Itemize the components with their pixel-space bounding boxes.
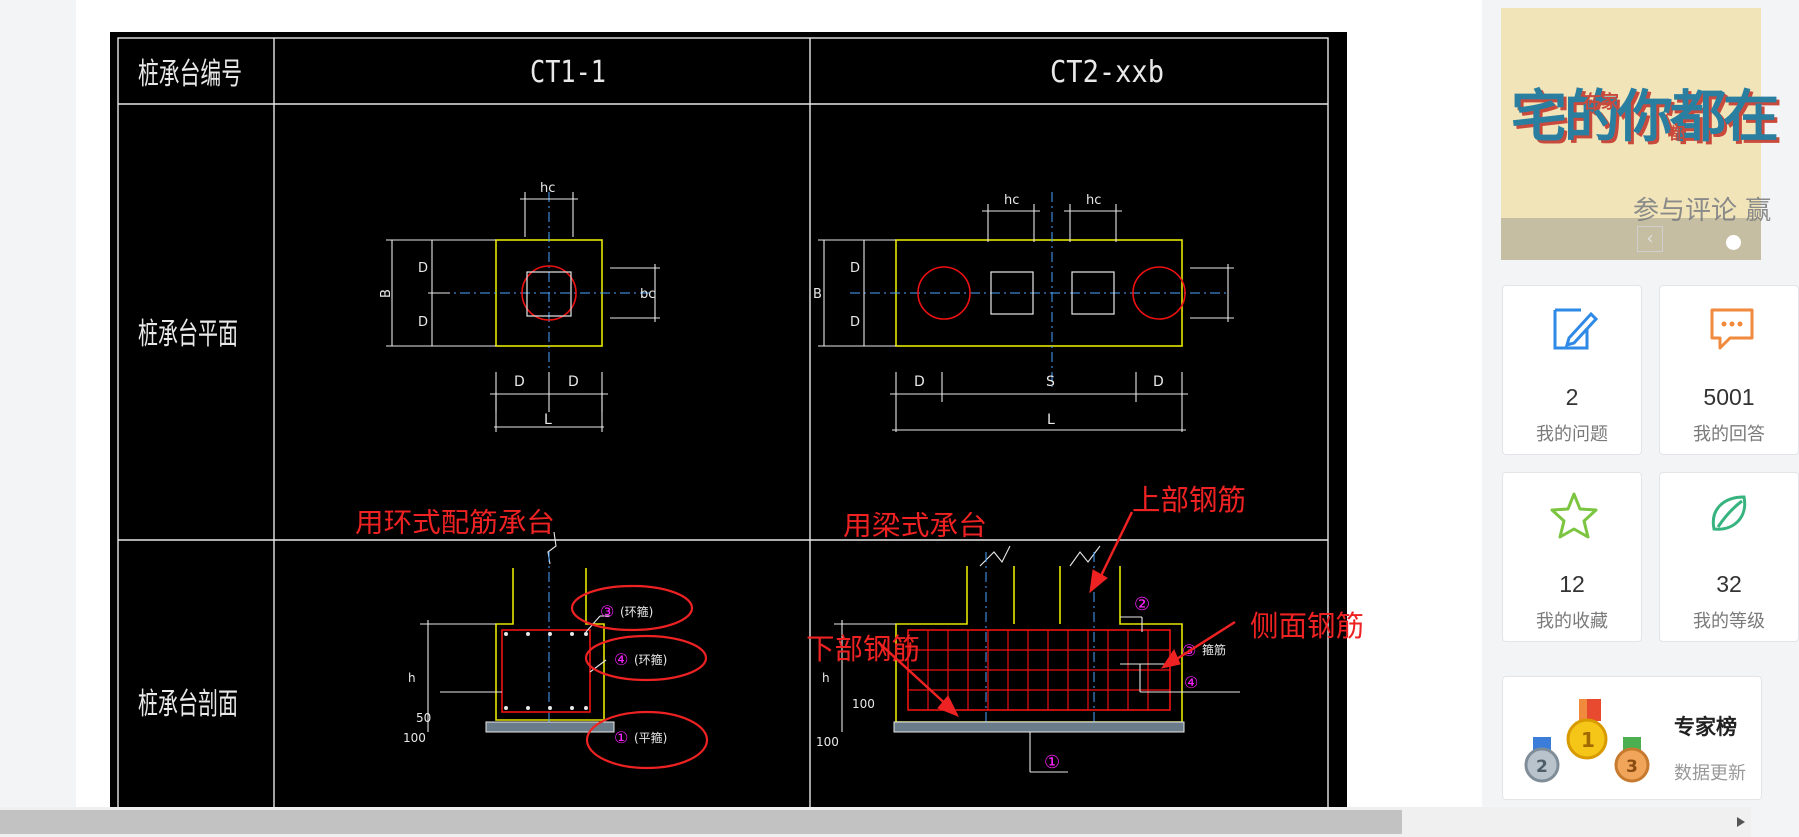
svg-text:(环箍): (环箍) — [634, 652, 667, 667]
svg-text:B: B — [813, 287, 822, 302]
stat-card-my-questions[interactable]: 2 我的问题 — [1502, 285, 1642, 455]
promo-banner[interactable]: 宅的你都在 在家 都 参与评论 赢 ‹ — [1501, 8, 1779, 260]
sidebar: 宅的你都在 在家 都 参与评论 赢 ‹ — [1500, 0, 1779, 837]
expert-subtitle: 数据更新 — [1674, 763, 1746, 784]
row-section-label: 桩承台剖面 — [138, 687, 238, 722]
banner-dot-indicator[interactable] — [1726, 235, 1741, 250]
svg-text:(平箍): (平箍) — [634, 730, 667, 745]
svg-text:②: ② — [1134, 594, 1150, 615]
leaf-icon — [1711, 495, 1747, 531]
ct1-section-view: h 50 100 ③ (环箍) ④ (环箍) ① (平箍) — [403, 531, 709, 770]
stat-card-my-favorites[interactable]: 12 我的收藏 — [1502, 472, 1642, 642]
ct2-plan-view: hc hc D S D L B D D — [813, 192, 1234, 432]
annotation-beam-cap: 用梁式承台 — [843, 511, 987, 542]
svg-text:hc: hc — [540, 181, 555, 196]
row-plan-label: 桩承台平面 — [138, 317, 238, 352]
banner-control-bar — [1501, 218, 1761, 260]
svg-text:箍筋: 箍筋 — [1202, 642, 1226, 657]
svg-text:D: D — [1153, 374, 1164, 390]
svg-text:100: 100 — [403, 731, 426, 745]
column-2-title: CT2-xxb — [1050, 55, 1164, 90]
svg-text:D: D — [568, 374, 579, 390]
svg-text:hc: hc — [1004, 193, 1019, 208]
svg-text:③: ③ — [600, 602, 614, 621]
stat-label: 我的问题 — [1536, 424, 1608, 445]
svg-text:3: 3 — [1626, 757, 1638, 777]
stat-value: 32 — [1716, 571, 1742, 597]
horizontal-scrollbar[interactable] — [0, 807, 1751, 837]
svg-text:hc: hc — [1086, 193, 1101, 208]
svg-text:B: B — [379, 289, 394, 298]
stat-label: 我的等级 — [1693, 611, 1765, 632]
annotation-ring-cap: 用环式配筋承台 — [355, 508, 555, 539]
cad-drawing-image: 桩承台编号 CT1-1 CT2-xxb 桩承台平面 桩承台剖面 hc B D D… — [110, 32, 1364, 829]
annotation-bottom-bar: 下部钢筋 — [806, 632, 920, 666]
ct2-section-view: h 100 100 ② ③ 箍筋 ④ ① — [816, 545, 1240, 773]
scrollbar-thumb[interactable] — [0, 810, 1402, 834]
banner-small-text-2: 都 — [1669, 124, 1686, 143]
svg-text:S: S — [1046, 374, 1055, 390]
stat-value: 5001 — [1703, 384, 1755, 410]
table-header-label: 桩承台编号 — [138, 57, 242, 92]
svg-text:④: ④ — [1184, 673, 1198, 692]
stat-value: 12 — [1559, 571, 1585, 597]
svg-text:D: D — [914, 374, 925, 390]
edit-icon — [1553, 308, 1599, 350]
stat-label: 我的回答 — [1693, 424, 1765, 445]
svg-text:(环箍): (环箍) — [620, 604, 653, 619]
svg-text:L: L — [544, 412, 552, 428]
stat-card-my-answers[interactable]: 5001 我的回答 — [1659, 285, 1799, 455]
svg-text:L: L — [1047, 412, 1055, 428]
svg-text:D: D — [514, 374, 525, 390]
banner-prev-button[interactable]: ‹ — [1637, 226, 1663, 252]
stat-value: 2 — [1565, 384, 1579, 410]
chat-icon — [1710, 308, 1754, 350]
svg-text:1: 1 — [1581, 728, 1595, 752]
svg-text:h: h — [408, 671, 416, 685]
expert-title: 专家榜 — [1674, 715, 1737, 739]
expert-ranking-card[interactable]: 1 2 3 专家榜 数据更新 — [1502, 676, 1762, 800]
svg-text:D: D — [850, 261, 860, 276]
column-1-title: CT1-1 — [530, 55, 606, 90]
svg-text:50: 50 — [416, 711, 431, 725]
svg-text:100: 100 — [816, 735, 839, 749]
svg-text:D: D — [418, 315, 428, 330]
svg-text:①: ① — [1044, 752, 1060, 773]
stat-label: 我的收藏 — [1536, 611, 1608, 632]
banner-subtitle: 参与评论 赢 — [1633, 196, 1772, 226]
svg-text:①: ① — [614, 728, 628, 747]
svg-text:bc: bc — [640, 287, 655, 302]
star-icon — [1550, 492, 1598, 539]
ct1-plan-view: hc B D D D D L bc — [379, 181, 660, 432]
svg-text:h: h — [822, 671, 830, 685]
annotation-side-bar: 侧面钢筋 — [1250, 609, 1364, 643]
svg-text:④: ④ — [614, 650, 628, 669]
scroll-right-arrow-icon[interactable] — [1731, 807, 1751, 837]
svg-text:100: 100 — [852, 697, 875, 711]
stat-card-my-level[interactable]: 32 我的等级 — [1659, 472, 1799, 642]
svg-text:D: D — [850, 315, 860, 330]
banner-title: 宅的你都在 — [1511, 85, 1779, 150]
annotation-top-bar: 上部钢筋 — [1132, 483, 1246, 517]
svg-text:2: 2 — [1536, 757, 1548, 777]
medal-icon: 1 2 3 — [1524, 699, 1650, 783]
banner-small-text: 在家 — [1583, 92, 1619, 113]
svg-text:D: D — [418, 261, 428, 276]
